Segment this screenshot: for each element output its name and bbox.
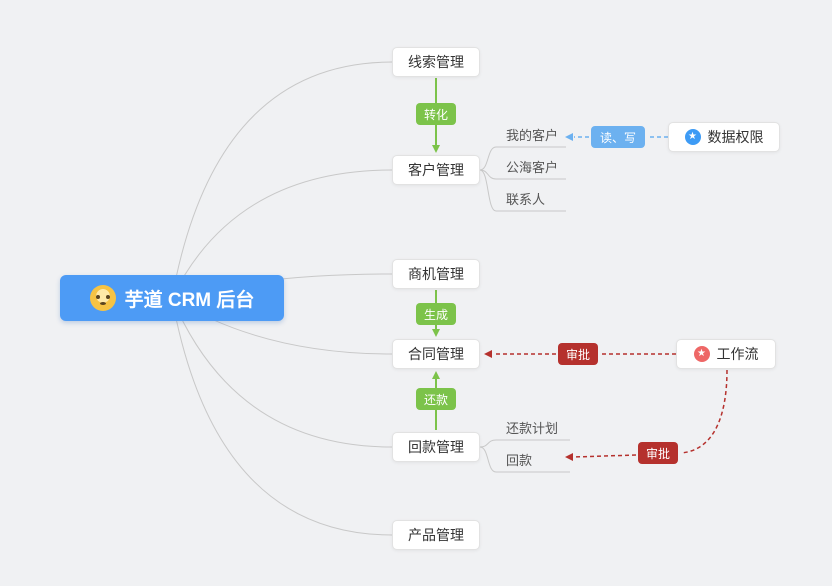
star-glyph: ★ [688, 131, 697, 142]
node-label: 工作流 [716, 346, 759, 362]
receivable-sub-branches [479, 439, 570, 473]
root-label: 芋道 CRM 后台 [124, 289, 255, 311]
child-repayment-plan[interactable]: 还款计划 [506, 421, 559, 436]
root-node-crm-backend[interactable]: 芋道 CRM 后台 [60, 275, 284, 321]
node-leads-management[interactable]: 线索管理 [392, 47, 480, 77]
node-receivable-management[interactable]: 回款管理 [392, 432, 480, 462]
workflow-contract-dashed-arrow [484, 350, 676, 358]
node-workflow[interactable]: ★ 工作流 [676, 339, 776, 369]
node-customer-management[interactable]: 客户管理 [392, 155, 480, 185]
node-contract-management[interactable]: 合同管理 [392, 339, 480, 369]
node-opportunity-management[interactable]: 商机管理 [392, 259, 480, 289]
node-product-management[interactable]: 产品管理 [392, 520, 480, 550]
child-my-customers[interactable]: 我的客户 [506, 128, 559, 143]
permission-dashed-arrow [565, 133, 668, 141]
star-icon: ★ [684, 129, 701, 145]
node-label: 客户管理 [408, 162, 464, 178]
node-label: 回款管理 [408, 439, 464, 455]
green-flow-arrows [432, 78, 440, 430]
child-receivable[interactable]: 回款 [506, 453, 533, 468]
node-label: 产品管理 [408, 527, 464, 543]
badge-repay: 还款 [416, 388, 456, 410]
badge-generate: 生成 [416, 303, 456, 325]
star-icon: ★ [693, 346, 710, 362]
workflow-receivable-dashed-arrow [565, 369, 728, 461]
child-public-pool-customers[interactable]: 公海客户 [506, 160, 559, 175]
node-data-permission[interactable]: ★ 数据权限 [668, 122, 780, 152]
node-label: 商机管理 [408, 266, 464, 282]
badge-approve-receivable: 审批 [638, 442, 678, 464]
badge-convert: 转化 [416, 103, 456, 125]
badge-read-write: 读、写 [591, 126, 645, 148]
customer-sub-branches [479, 146, 566, 212]
node-label: 合同管理 [408, 346, 464, 362]
node-label: 线索管理 [408, 54, 464, 70]
node-label: 数据权限 [707, 129, 764, 145]
badge-approve-contract: 审批 [558, 343, 598, 365]
dog-icon [89, 285, 116, 311]
child-contacts[interactable]: 联系人 [506, 192, 546, 207]
star-glyph: ★ [697, 348, 706, 359]
